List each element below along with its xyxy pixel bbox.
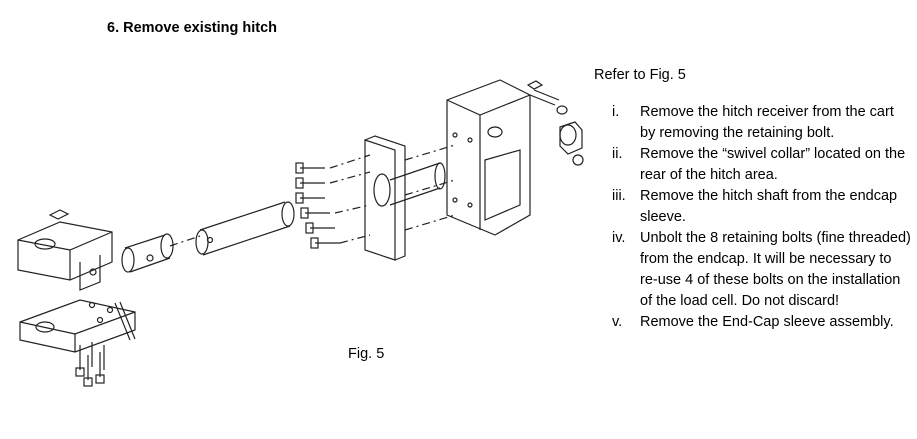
step-text: Remove the End-Cap sleeve assembly.	[640, 314, 894, 330]
retaining-bolts-drawing	[295, 154, 371, 249]
step-text: Remove the hitch receiver from the cart …	[640, 104, 894, 141]
bottom-bolts-drawing	[75, 342, 105, 387]
instruction-step: i. Remove the hitch receiver from the car…	[612, 102, 912, 144]
step-number: i.	[612, 104, 620, 120]
instruction-step: iv. Unbolt the 8 retaining bolts (fine th…	[612, 228, 912, 312]
hitch-receiver-drawing	[17, 209, 113, 291]
step-text: Remove the “swivel collar” located on th…	[640, 146, 906, 183]
endcap-sleeve-drawing	[446, 79, 531, 236]
swivel-collar-drawing	[526, 80, 584, 166]
step-number: iii.	[612, 188, 626, 204]
instruction-step: ii. Remove the “swivel collar” located on…	[612, 144, 912, 186]
instruction-list: i. Remove the hitch receiver from the car…	[612, 102, 912, 333]
step-number: ii.	[612, 146, 623, 162]
instruction-step: iii. Remove the hitch shaft from the endc…	[612, 186, 912, 228]
lower-plate-drawing	[19, 299, 136, 353]
instruction-step: v. Remove the End-Cap sleeve assembly.	[612, 312, 912, 333]
hitch-shaft-drawing	[121, 201, 295, 273]
exploded-hitch-diagram	[17, 79, 584, 387]
section-heading: 6. Remove existing hitch	[107, 20, 278, 36]
step-text: Remove the hitch shaft from the endcap s…	[640, 188, 898, 225]
step-number: v.	[612, 314, 623, 330]
endcap-plate-drawing	[364, 135, 446, 261]
step-text: Unbolt the 8 retaining bolts (fine threa…	[640, 230, 911, 309]
figure-caption: Fig. 5	[348, 346, 385, 362]
figure-reference: Refer to Fig. 5	[594, 67, 686, 83]
step-number: iv.	[612, 230, 626, 246]
